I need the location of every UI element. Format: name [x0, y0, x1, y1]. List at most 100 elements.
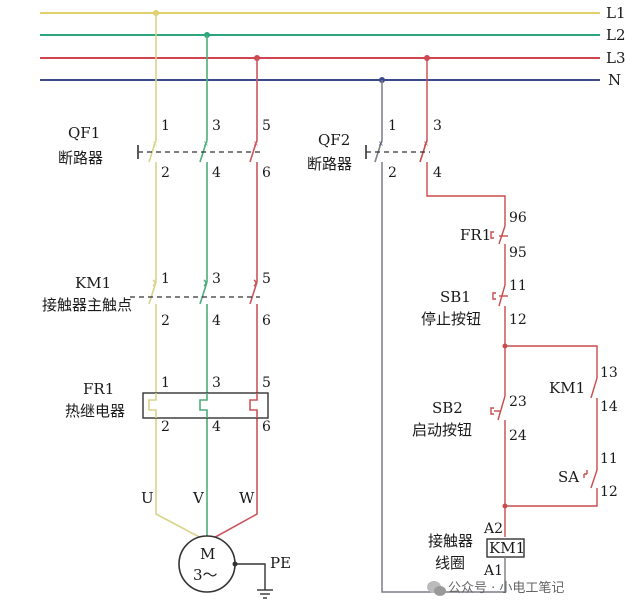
bus-label-l3: L3: [606, 49, 626, 67]
qf2-contact-2: [419, 139, 428, 163]
qf1-x-mark: ×: [253, 139, 259, 150]
qf2-term-2: 2: [388, 165, 397, 181]
pe-label: PE: [270, 554, 291, 572]
fr1-aux-term-96: 96: [509, 210, 527, 226]
qf1-term-6: 6: [262, 165, 271, 181]
wire-phase-w: [209, 58, 258, 541]
fr1-aux-term-95: 95: [509, 245, 527, 261]
coil-term-a1: A1: [483, 563, 503, 579]
sa-term-11: 11: [600, 451, 618, 467]
sb1-name: 停止按钮: [421, 310, 481, 328]
km1-main-term-3: 3: [212, 271, 221, 287]
wechat-icon: [427, 581, 446, 596]
coil-name-line2: 线圈: [435, 554, 465, 572]
qf1-contact-2: [199, 139, 208, 163]
qf2-contact-1: [374, 139, 383, 163]
km1-coil: [486, 538, 525, 579]
junction-dot: [502, 343, 508, 349]
km1-main-id: KM1: [75, 274, 111, 292]
watermark-text: 公众号 · 小电工笔记: [448, 580, 564, 596]
sb2-id: SB2: [432, 399, 463, 417]
sb2-term-23: 23: [509, 394, 527, 410]
qf2-id: QF2: [318, 131, 350, 149]
fr1-main-term-1: 1: [161, 375, 170, 391]
qf1-x-mark: ×: [203, 139, 209, 150]
km1-contact-1: [148, 281, 157, 305]
km1-aux-id: KM1: [549, 379, 585, 397]
km1-arc-mark: [152, 279, 156, 287]
sb1-term-12: 12: [509, 312, 527, 328]
watermark: 公众号 · 小电工笔记: [427, 580, 564, 596]
qf2-term-1: 1: [388, 118, 397, 134]
fr1-thermal-relay: [142, 392, 269, 419]
sb2-name: 启动按钮: [412, 421, 472, 439]
km1-contact-3: [249, 281, 258, 305]
sb2-start-button: [490, 395, 506, 421]
km1-arc-mark: [203, 279, 207, 287]
fr1-element-w: [249, 393, 258, 418]
qf2-breaker: × ×: [365, 139, 430, 163]
km1-contact-2: [199, 281, 208, 305]
bus-lines: L1 L2 L3 N: [40, 4, 626, 89]
sa-selector-switch: [583, 469, 598, 489]
fr1-main-id: FR1: [83, 380, 114, 398]
sa-id: SA: [558, 468, 579, 486]
km1-arc-mark: [253, 279, 257, 287]
motor-terminal-w: W: [239, 489, 255, 507]
km1-aux-term-14: 14: [600, 399, 618, 415]
sb1-term-11: 11: [509, 278, 527, 294]
km1-main-contacts: [130, 279, 260, 305]
qf1-term-1: 1: [161, 118, 170, 134]
km1-main-term-4: 4: [212, 313, 221, 329]
motor-terminal-u: U: [141, 489, 154, 507]
qf1-x-mark: ×: [152, 139, 158, 150]
wire-phase-u: [155, 13, 206, 541]
qf1-name: 断路器: [58, 149, 103, 167]
coil-name-line1: 接触器: [428, 532, 473, 550]
sb1-stop-button: [492, 284, 508, 307]
qf2-name: 断路器: [307, 155, 352, 173]
qf1-term-2: 2: [161, 165, 170, 181]
km1-main-name: 接触器主触点: [42, 296, 132, 314]
sb2-term-24: 24: [509, 428, 527, 444]
motor-label: M: [200, 545, 215, 563]
km1-aux-contact: [590, 377, 598, 399]
qf1-contact-3: [249, 139, 258, 163]
motor-phases: 3～: [193, 566, 218, 584]
fr1-element-u: [148, 393, 157, 418]
qf1-id: QF1: [68, 124, 100, 142]
fr1-aux-contact: [490, 225, 508, 245]
fr1-main-term-6: 6: [262, 419, 271, 435]
qf2-x-mark: ×: [378, 139, 384, 150]
motor-terminal-v: V: [192, 489, 205, 507]
main-circuit-wires: [155, 13, 258, 541]
bus-label-l2: L2: [606, 26, 626, 44]
junction-dot: [502, 503, 508, 509]
fr1-element-v: [199, 393, 208, 418]
motor: M 3～: [178, 535, 273, 599]
qf1-term-3: 3: [212, 118, 221, 134]
qf1-term-5: 5: [262, 118, 271, 134]
fr1-main-term-5: 5: [262, 375, 271, 391]
qf2-x-mark: ×: [423, 139, 429, 150]
coil-term-a2: A2: [483, 521, 503, 537]
wire-neutral-return: [381, 80, 506, 593]
coil-id: KM1: [489, 539, 525, 557]
sb1-id: SB1: [440, 288, 471, 306]
pe-wire: [235, 563, 266, 590]
bus-label-n: N: [608, 71, 621, 89]
sa-term-12: 12: [600, 484, 618, 500]
fr1-main-term-3: 3: [212, 375, 221, 391]
wire-control: [426, 58, 598, 537]
bus-label-l1: L1: [606, 4, 626, 22]
qf2-term-3: 3: [433, 118, 442, 134]
km1-main-term-6: 6: [262, 313, 271, 329]
qf1-breaker: × × ×: [137, 139, 260, 163]
fr1-main-term-4: 4: [212, 419, 221, 435]
km1-main-term-1: 1: [161, 271, 170, 287]
fr1-aux-id: FR1: [460, 226, 491, 244]
fr1-main-term-2: 2: [161, 419, 170, 435]
km1-main-term-2: 2: [161, 313, 170, 329]
km1-aux-term-13: 13: [600, 365, 618, 381]
